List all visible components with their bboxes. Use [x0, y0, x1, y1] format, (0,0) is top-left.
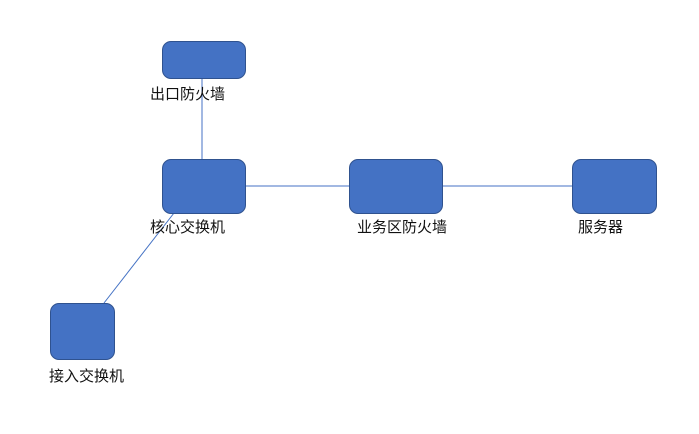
- access-switch-node[interactable]: [50, 303, 115, 360]
- exit-firewall-label: 出口防火墙: [150, 85, 226, 103]
- exit-firewall-node[interactable]: [162, 41, 246, 79]
- core-switch-label: 核心交换机: [150, 218, 226, 236]
- server-label: 服务器: [578, 218, 624, 236]
- business-firewall-node[interactable]: [349, 159, 443, 214]
- business-firewall-label: 业务区防火墙: [357, 218, 448, 236]
- access-switch-label: 接入交换机: [49, 367, 125, 385]
- server-node[interactable]: [572, 159, 657, 214]
- edge-core-switch-access-switch: [103, 212, 175, 304]
- core-switch-node[interactable]: [162, 159, 246, 214]
